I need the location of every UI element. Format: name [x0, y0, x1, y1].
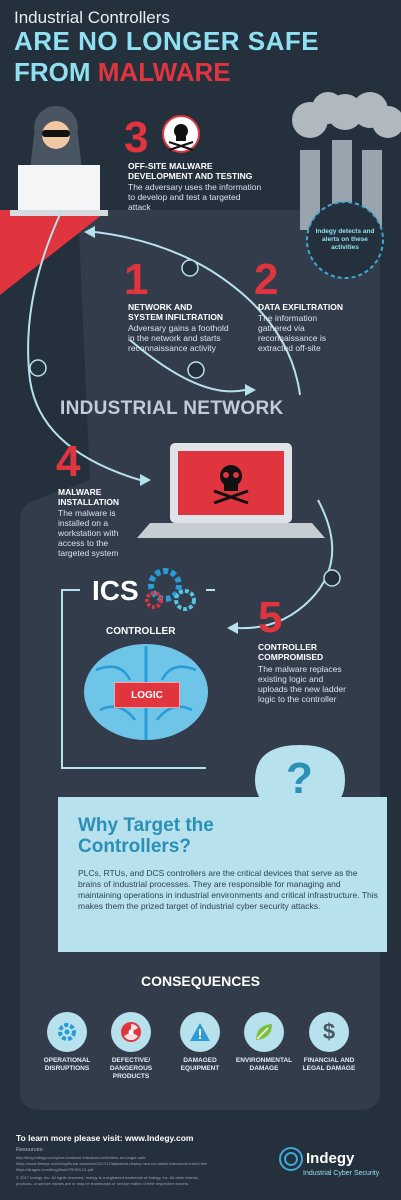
consequence-label: DEFECTIVE/ DANGEROUS PRODUCTS	[109, 1057, 153, 1080]
step-title: CONTROLLER COMPROMISED	[258, 642, 324, 662]
ics-label: ICS	[92, 575, 139, 606]
step-text: The malware replaces existing logic and …	[258, 664, 346, 704]
radiation-icon	[111, 1012, 151, 1052]
consequence-item: OPERATIONAL DISRUPTIONS	[32, 1012, 102, 1073]
step-number: 5	[258, 593, 283, 642]
consequence-label: OPERATIONAL DISRUPTIONS	[43, 1057, 91, 1072]
step-text: The malware is installed on a workstatio…	[58, 508, 119, 558]
header-title-malware: MALWARE	[97, 57, 231, 87]
detection-tip: Indegy detects and alerts on these activ…	[315, 228, 375, 251]
resource-line[interactable]: https://dragos.com/blog/trisis/TRISIS-01…	[16, 1167, 94, 1172]
header-title-line2: FROM MALWARE	[14, 58, 231, 86]
why-body: PLCs, RTUs, and DCS controllers are the …	[78, 868, 378, 911]
factory-icon	[292, 92, 401, 230]
consequences-title: CONSEQUENCES	[140, 973, 261, 989]
consequence-label: FINANCIAL AND LEGAL DAMAGE	[302, 1057, 356, 1072]
why-title: Why Target the Controllers?	[78, 815, 214, 857]
consequence-item: DAMAGED EQUIPMENT	[165, 1012, 235, 1073]
step-number: 2	[254, 255, 279, 304]
resources-title: Resources:	[16, 1147, 44, 1153]
why-panel	[58, 797, 387, 952]
header-subtitle: Industrial Controllers	[14, 8, 170, 27]
step-title: DATA EXFILTRATION	[258, 302, 343, 312]
dollar-icon: $	[309, 1012, 349, 1052]
copyright-line: © 2017 Indegy, Inc. All rights reserved.…	[16, 1175, 199, 1180]
question-mark-icon: ?	[286, 754, 313, 803]
learn-more-link[interactable]: To learn more please visit: www.Indegy.c…	[16, 1133, 194, 1143]
attack-flow-lines	[27, 209, 334, 630]
logic-label: LOGIC	[114, 682, 180, 708]
hacker-icon	[10, 106, 108, 216]
consequence-item: DEFECTIVE/ DANGEROUS PRODUCTS	[96, 1012, 166, 1081]
laptop-skull-icon	[213, 465, 249, 505]
step-text: The information gathered via reconnaissa…	[258, 313, 327, 353]
step-number: 1	[124, 255, 149, 304]
industrial-network-label: INDUSTRIAL NETWORK	[60, 398, 284, 419]
step-title: NETWORK AND SYSTEM INFILTRATION	[128, 302, 224, 322]
brand-name: Indegy	[306, 1150, 355, 1167]
step-number: 4	[56, 437, 81, 486]
gear-icon	[47, 1012, 87, 1052]
consequence-label: ENVIRONMENTAL DAMAGE	[235, 1057, 293, 1072]
step-title: MALWARE INSTALLATION	[58, 487, 120, 507]
brand-tagline: Industrial Cyber Security	[303, 1170, 380, 1177]
resource-line[interactable]: http://blog.indegy.com/pinar-malware-ind…	[16, 1155, 146, 1160]
header-title-from: FROM	[14, 57, 98, 87]
leaf-icon	[244, 1012, 284, 1052]
step-text: Adversary gains a foothold in the networ…	[128, 323, 229, 353]
consequence-label: DAMAGED EQUIPMENT	[180, 1057, 220, 1072]
step-text: The adversary uses the information to de…	[128, 182, 262, 212]
copyright-line: products, or service names are or may be…	[16, 1181, 190, 1186]
resource-line[interactable]: https://www.fireeye.com/blog/threat-rese…	[16, 1161, 207, 1166]
ics-bracket	[61, 589, 206, 769]
header-title-line1: ARE NO LONGER SAFE	[14, 26, 320, 56]
skull-icon	[162, 115, 200, 153]
red-banner-shape	[0, 210, 108, 295]
step-title: OFF-SITE MALWARE DEVELOPMENT AND TESTING	[128, 161, 253, 181]
consequence-item: ENVIRONMENTAL DAMAGE	[229, 1012, 299, 1073]
indegy-logo-icon	[279, 1147, 303, 1171]
warning-icon	[180, 1012, 220, 1052]
gears-icon	[145, 568, 196, 611]
step-number: 3	[124, 113, 149, 162]
consequence-item: $ FINANCIAL AND LEGAL DAMAGE	[294, 1012, 364, 1073]
controller-label: CONTROLLER	[106, 626, 176, 637]
